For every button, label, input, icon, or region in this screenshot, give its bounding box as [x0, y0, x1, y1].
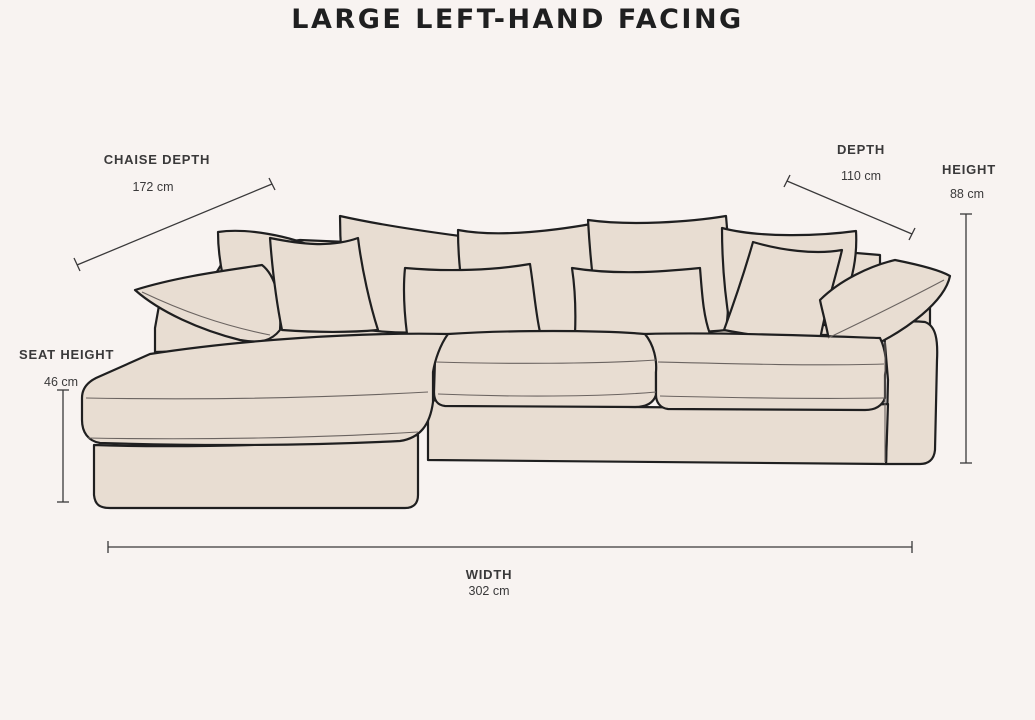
pillow-center-right [570, 266, 712, 337]
width-value: 302 cm [468, 584, 510, 598]
seat-height-line [57, 389, 69, 503]
width-label: WIDTH [465, 567, 513, 582]
seat-cushion-right [643, 332, 888, 412]
chaise-depth-value: 172 cm [132, 180, 174, 194]
depth-value: 110 cm [840, 169, 882, 183]
width-line [107, 541, 913, 553]
page-title: LARGE LEFT-HAND FACING [291, 4, 744, 35]
height-value: 88 cm [949, 187, 985, 201]
measure-lines [57, 174, 972, 553]
seat-height-value: 46 cm [44, 375, 79, 389]
height-label: HEIGHT [942, 162, 996, 177]
pillow-left-1 [268, 236, 380, 333]
pillow-left-end [133, 263, 282, 343]
chaise-cushion [80, 332, 450, 447]
sofa [80, 214, 952, 510]
pillow-center-left [402, 262, 542, 338]
sofa-right-arm [882, 320, 939, 466]
chaise-depth-label: CHAISE DEPTH [103, 152, 211, 167]
chaise-depth-line [73, 177, 276, 272]
seat-height-label: SEAT HEIGHT [19, 347, 115, 362]
height-line [960, 213, 972, 464]
depth-label: DEPTH [836, 142, 886, 157]
sofa-piping [85, 279, 945, 462]
depth-line [783, 174, 916, 241]
pillow-right-end [818, 258, 952, 355]
